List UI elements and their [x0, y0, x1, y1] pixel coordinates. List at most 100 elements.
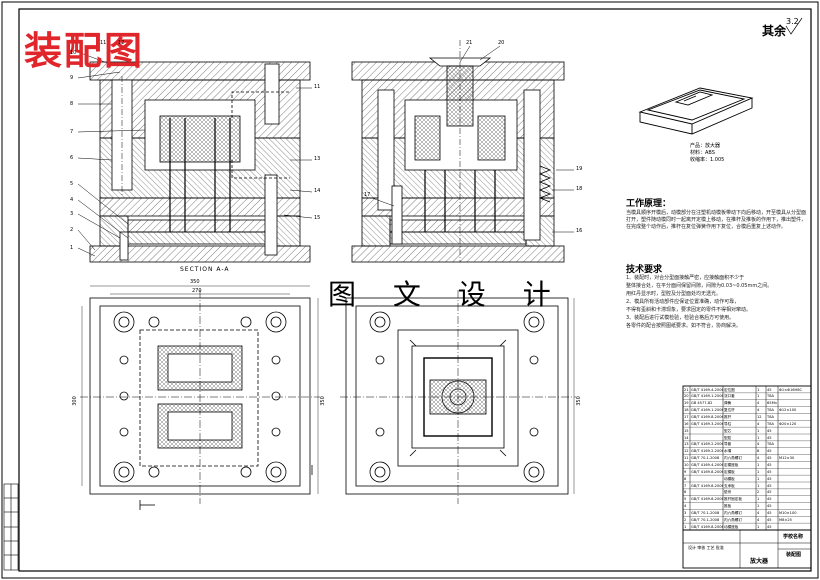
- part-material: 45: [767, 449, 772, 454]
- part-no: 18: [684, 408, 689, 413]
- callout-left: 6: [70, 155, 74, 161]
- part-no: 6: [684, 490, 687, 495]
- part-name: 水嘴: [724, 449, 732, 454]
- callout-right-of-left: 11: [314, 84, 321, 90]
- part-name: 内六角螺钉: [724, 456, 742, 461]
- part-no: 1: [684, 524, 687, 529]
- part-no: 12: [684, 449, 689, 454]
- part-no: 21: [684, 387, 689, 392]
- part-note: Φ20×120: [779, 421, 797, 426]
- part-no: 14: [684, 435, 689, 440]
- part-name: 推杆: [724, 414, 732, 419]
- callout-left: 2: [70, 227, 74, 233]
- part-standard: GB/T 4169.8-2006: [691, 469, 723, 474]
- part-qty: 1: [757, 504, 760, 509]
- part-name: 定模座板: [724, 462, 739, 467]
- callout-leaders-left: [77, 51, 313, 257]
- part-standard: GB/T 4169.4-2006: [691, 462, 723, 467]
- drawing-title: 装配图: [24, 28, 145, 73]
- part-no: 13: [684, 442, 689, 447]
- callout-leaders-right: [371, 45, 574, 233]
- part-qty: 8: [757, 449, 760, 454]
- part-name: 垫块: [724, 490, 732, 495]
- product-info-line: 材料：ABS: [690, 150, 715, 156]
- part-standard: GB/T 4169.1-2006: [691, 394, 723, 399]
- tech-req-item: 1、装配时，对合分型面接触严密，应接触面积不少于: [626, 275, 745, 281]
- callout-right-of-left: 13: [314, 156, 321, 162]
- part-qty: 1: [757, 524, 760, 529]
- part-qty: 4: [757, 456, 760, 461]
- tech-req-item: 各零件的配合按照图纸要求。如不符合，协商解决。: [626, 323, 742, 329]
- part-qty: 4: [757, 408, 760, 413]
- part-name: 定模板: [724, 469, 735, 474]
- part-qty: 12: [757, 414, 762, 419]
- part-no: 4: [684, 504, 687, 509]
- part-name: 弹簧: [724, 401, 732, 406]
- work-principle-text: 当模具顺序开模后，动模部分在注塑机动模板带动下向后移动，开至模具从分型面打开，塑…: [626, 210, 807, 231]
- plan-view-right: [340, 290, 576, 504]
- part-name: 动模座板: [724, 524, 739, 529]
- part-material: 45: [767, 483, 772, 488]
- part-material: 45: [767, 510, 772, 515]
- title-block-school: 学校名称: [783, 534, 804, 540]
- part-qty: 1: [757, 435, 760, 440]
- part-name: 导套: [724, 442, 732, 447]
- callout-right-view: 19: [576, 166, 583, 172]
- dim-right-view: 350: [575, 396, 582, 406]
- part-standard: GB/T 4169.8-2006: [691, 524, 723, 529]
- tech-req-item: 2、模具所有活动部件应保证位置准确，动作可靠，: [626, 299, 740, 305]
- product-info-line: 收缩率：1.005: [690, 157, 725, 163]
- part-material: 45: [767, 497, 772, 502]
- part-material: T8A: [767, 414, 774, 419]
- part-note: Φ1×Φ16H8C: [779, 387, 803, 392]
- tech-req-list: 1、装配时，对合分型面接触严密，应接触面积不少于整体接合处，在平分面间保留间隙，…: [626, 274, 772, 330]
- part-standard: GB/T 70.1-2008: [691, 456, 720, 461]
- part-standard: GB 4577-82: [691, 401, 713, 406]
- parts-table-row-lines: [683, 392, 811, 531]
- part-name: 型芯: [724, 428, 732, 433]
- part-standard: GB/T 4169.3-2006: [691, 421, 723, 426]
- part-material: 45: [767, 435, 772, 440]
- part-material: 45: [767, 490, 772, 495]
- tech-req-item: 整体接合处，在平分面间保留间隙，间隙为0.03~0.05mm之间。: [626, 283, 773, 289]
- part-material: 45: [767, 524, 772, 529]
- part-standard: GB/T 4169.8-2006: [691, 497, 723, 502]
- callout-left: 3: [70, 211, 74, 217]
- part-no: 10: [684, 462, 689, 467]
- dim-top-inner: 270: [192, 288, 202, 294]
- part-name: 复位杆: [724, 408, 735, 413]
- callout-left: 4: [70, 197, 74, 203]
- plan-view-left: [80, 285, 320, 510]
- part-material: 45: [767, 476, 772, 481]
- title-block-designer-row: 设计 审核 工艺 批准: [688, 545, 724, 550]
- part-no: 20: [684, 394, 689, 399]
- part-name: 支承板: [724, 483, 735, 488]
- margin-boxes: [3, 483, 19, 571]
- callout-left: 7: [70, 129, 74, 135]
- part-standard: GB/T 4169.8-2006: [691, 414, 723, 419]
- part-no: 19: [684, 401, 689, 406]
- callout-right-view: 20: [498, 40, 505, 46]
- part-name: 动模板: [724, 476, 735, 481]
- part-standard: GB/T 4169.2-2006: [691, 442, 723, 447]
- part-name: 浇口套: [724, 394, 735, 399]
- tech-req-item: 用红丹显示时，型腔及分型面处均无透光。: [626, 291, 722, 297]
- work-principle-title: 工作原理：: [626, 199, 672, 209]
- part-material: 45: [767, 387, 772, 392]
- part-material: 45: [767, 469, 772, 474]
- rest-surface-roughness: 3.2: [786, 17, 799, 26]
- title-block-product: 放大器: [750, 558, 769, 565]
- dim-left: 300: [71, 396, 78, 406]
- tech-req-item: 3、装配后进行试模检验，检验合格后方可使用。: [626, 315, 735, 321]
- part-name: 推板: [724, 504, 732, 509]
- part-standard: GB/T 4169.1-2006: [691, 408, 723, 413]
- rest-surface-label: 其余: [762, 24, 787, 38]
- part-material: T8A: [767, 408, 774, 413]
- part-material: 45: [767, 456, 772, 461]
- part-no: 15: [684, 428, 689, 433]
- part-qty: 4: [757, 421, 760, 426]
- callout-right-view: 17: [364, 192, 371, 198]
- part-material: 45: [767, 428, 772, 433]
- part-qty: 1: [757, 483, 760, 488]
